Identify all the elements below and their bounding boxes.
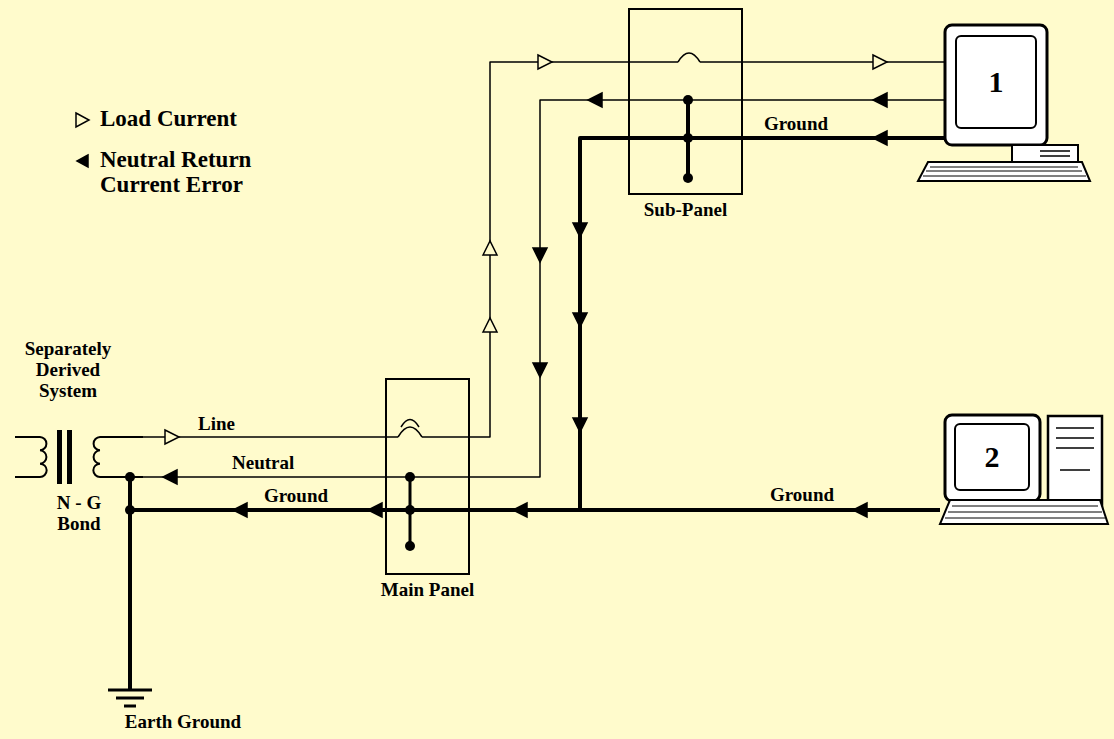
ground-wire [743,136,918,140]
earth-wire [128,510,132,690]
neutral-wire [385,476,470,478]
bus-dot [405,472,415,482]
earth-ground [108,505,152,706]
transformer-core [67,430,72,484]
return-current-arrow [77,155,88,167]
computer-base [1012,145,1078,162]
load-current-arrow [483,318,497,332]
computer-box: 1 [918,25,1090,182]
wire [143,476,385,478]
legend-sample [72,151,92,171]
bus-dot [405,541,415,551]
bus-dot [405,505,415,515]
computer-2 [940,415,1108,524]
monitor [945,415,1040,501]
callout-number: 1 [989,66,1004,98]
panel-box: Sub-Panel [628,8,743,220]
wire [470,100,628,477]
wire [470,62,628,437]
return-current-arrow [233,503,247,517]
return-current-arrow [873,131,887,145]
keyboard-keys [923,167,1086,176]
node-label: Separately Derived System [8,338,128,401]
transformer-core [57,430,62,484]
load-current-arrow [873,55,887,69]
wire [743,99,918,101]
return-current-arrow [573,223,587,237]
wire-label: Ground [762,113,830,134]
load-current-arrow [76,113,89,127]
ground-wire [470,138,628,510]
transformer [15,430,143,484]
return-current-arrow [533,248,547,262]
legend-text: Load Current [100,106,320,131]
callout-number: 2 [985,441,1000,473]
return-current-arrow [573,313,587,327]
annotation: N - G Bond [44,492,114,534]
screen [955,424,1029,490]
sub-panel-inside [628,53,743,183]
screen [956,36,1036,128]
return-current-arrow [588,93,602,107]
computer-box: 2 [940,412,1108,527]
bus-dot [683,95,693,105]
return-current-arrow [368,503,382,517]
lead-wire [918,62,945,100]
bus-dot [683,173,693,183]
wire-label: Line [196,413,237,434]
legend-sample [72,110,92,130]
line-wire [628,61,743,63]
keyboard-keys [945,506,1105,518]
legend-item: Neutral Return Current Error [72,147,320,197]
earth-symbol [108,690,152,706]
tower-slots [1056,428,1094,470]
ground-wire [470,508,940,512]
panel-outline [385,378,470,575]
breaker-symbol [398,420,422,438]
drive-slot [1040,151,1070,156]
return-current-arrow [513,503,527,517]
ground-wire [385,508,470,512]
load-current-arrow [165,430,179,444]
return-current-arrow [533,363,547,377]
node-label: Sub-Panel [644,199,727,220]
legend-text: Neutral Return Current Error [100,147,320,197]
flow-markers [163,55,887,517]
return-current-arrow [853,503,867,517]
legend: Load CurrentNeutral Return Current Error [72,106,320,213]
bus-dot [683,133,693,143]
return-current-arrow [873,93,887,107]
computer-1 [918,25,1090,181]
return-current-arrow [573,418,587,432]
wire-label: Neutral [230,452,296,473]
source-box: Separately Derived System [8,338,143,480]
ground-wire [130,480,385,510]
monitor [945,25,1047,145]
wire-label: Ground [768,484,836,505]
node-label: Main Panel [381,579,474,600]
primary-coil [15,437,47,477]
main-panel-inside [385,420,470,552]
panel-outline [628,8,743,195]
return-current-arrow [163,470,177,484]
panel-box: Main Panel [385,378,470,600]
lead-wire [918,136,945,140]
breaker-symbol [678,53,700,62]
secondary-coil [93,437,143,477]
wire [743,61,918,63]
annotation: Earth Ground [106,711,260,732]
load-current-arrow [538,55,552,69]
connectors [130,62,940,510]
wire-label: Ground [262,485,330,506]
load-current-arrow [483,241,497,255]
keyboard [940,500,1108,524]
keyboard [918,162,1090,181]
legend-item: Load Current [72,106,320,131]
tower [1048,416,1102,508]
